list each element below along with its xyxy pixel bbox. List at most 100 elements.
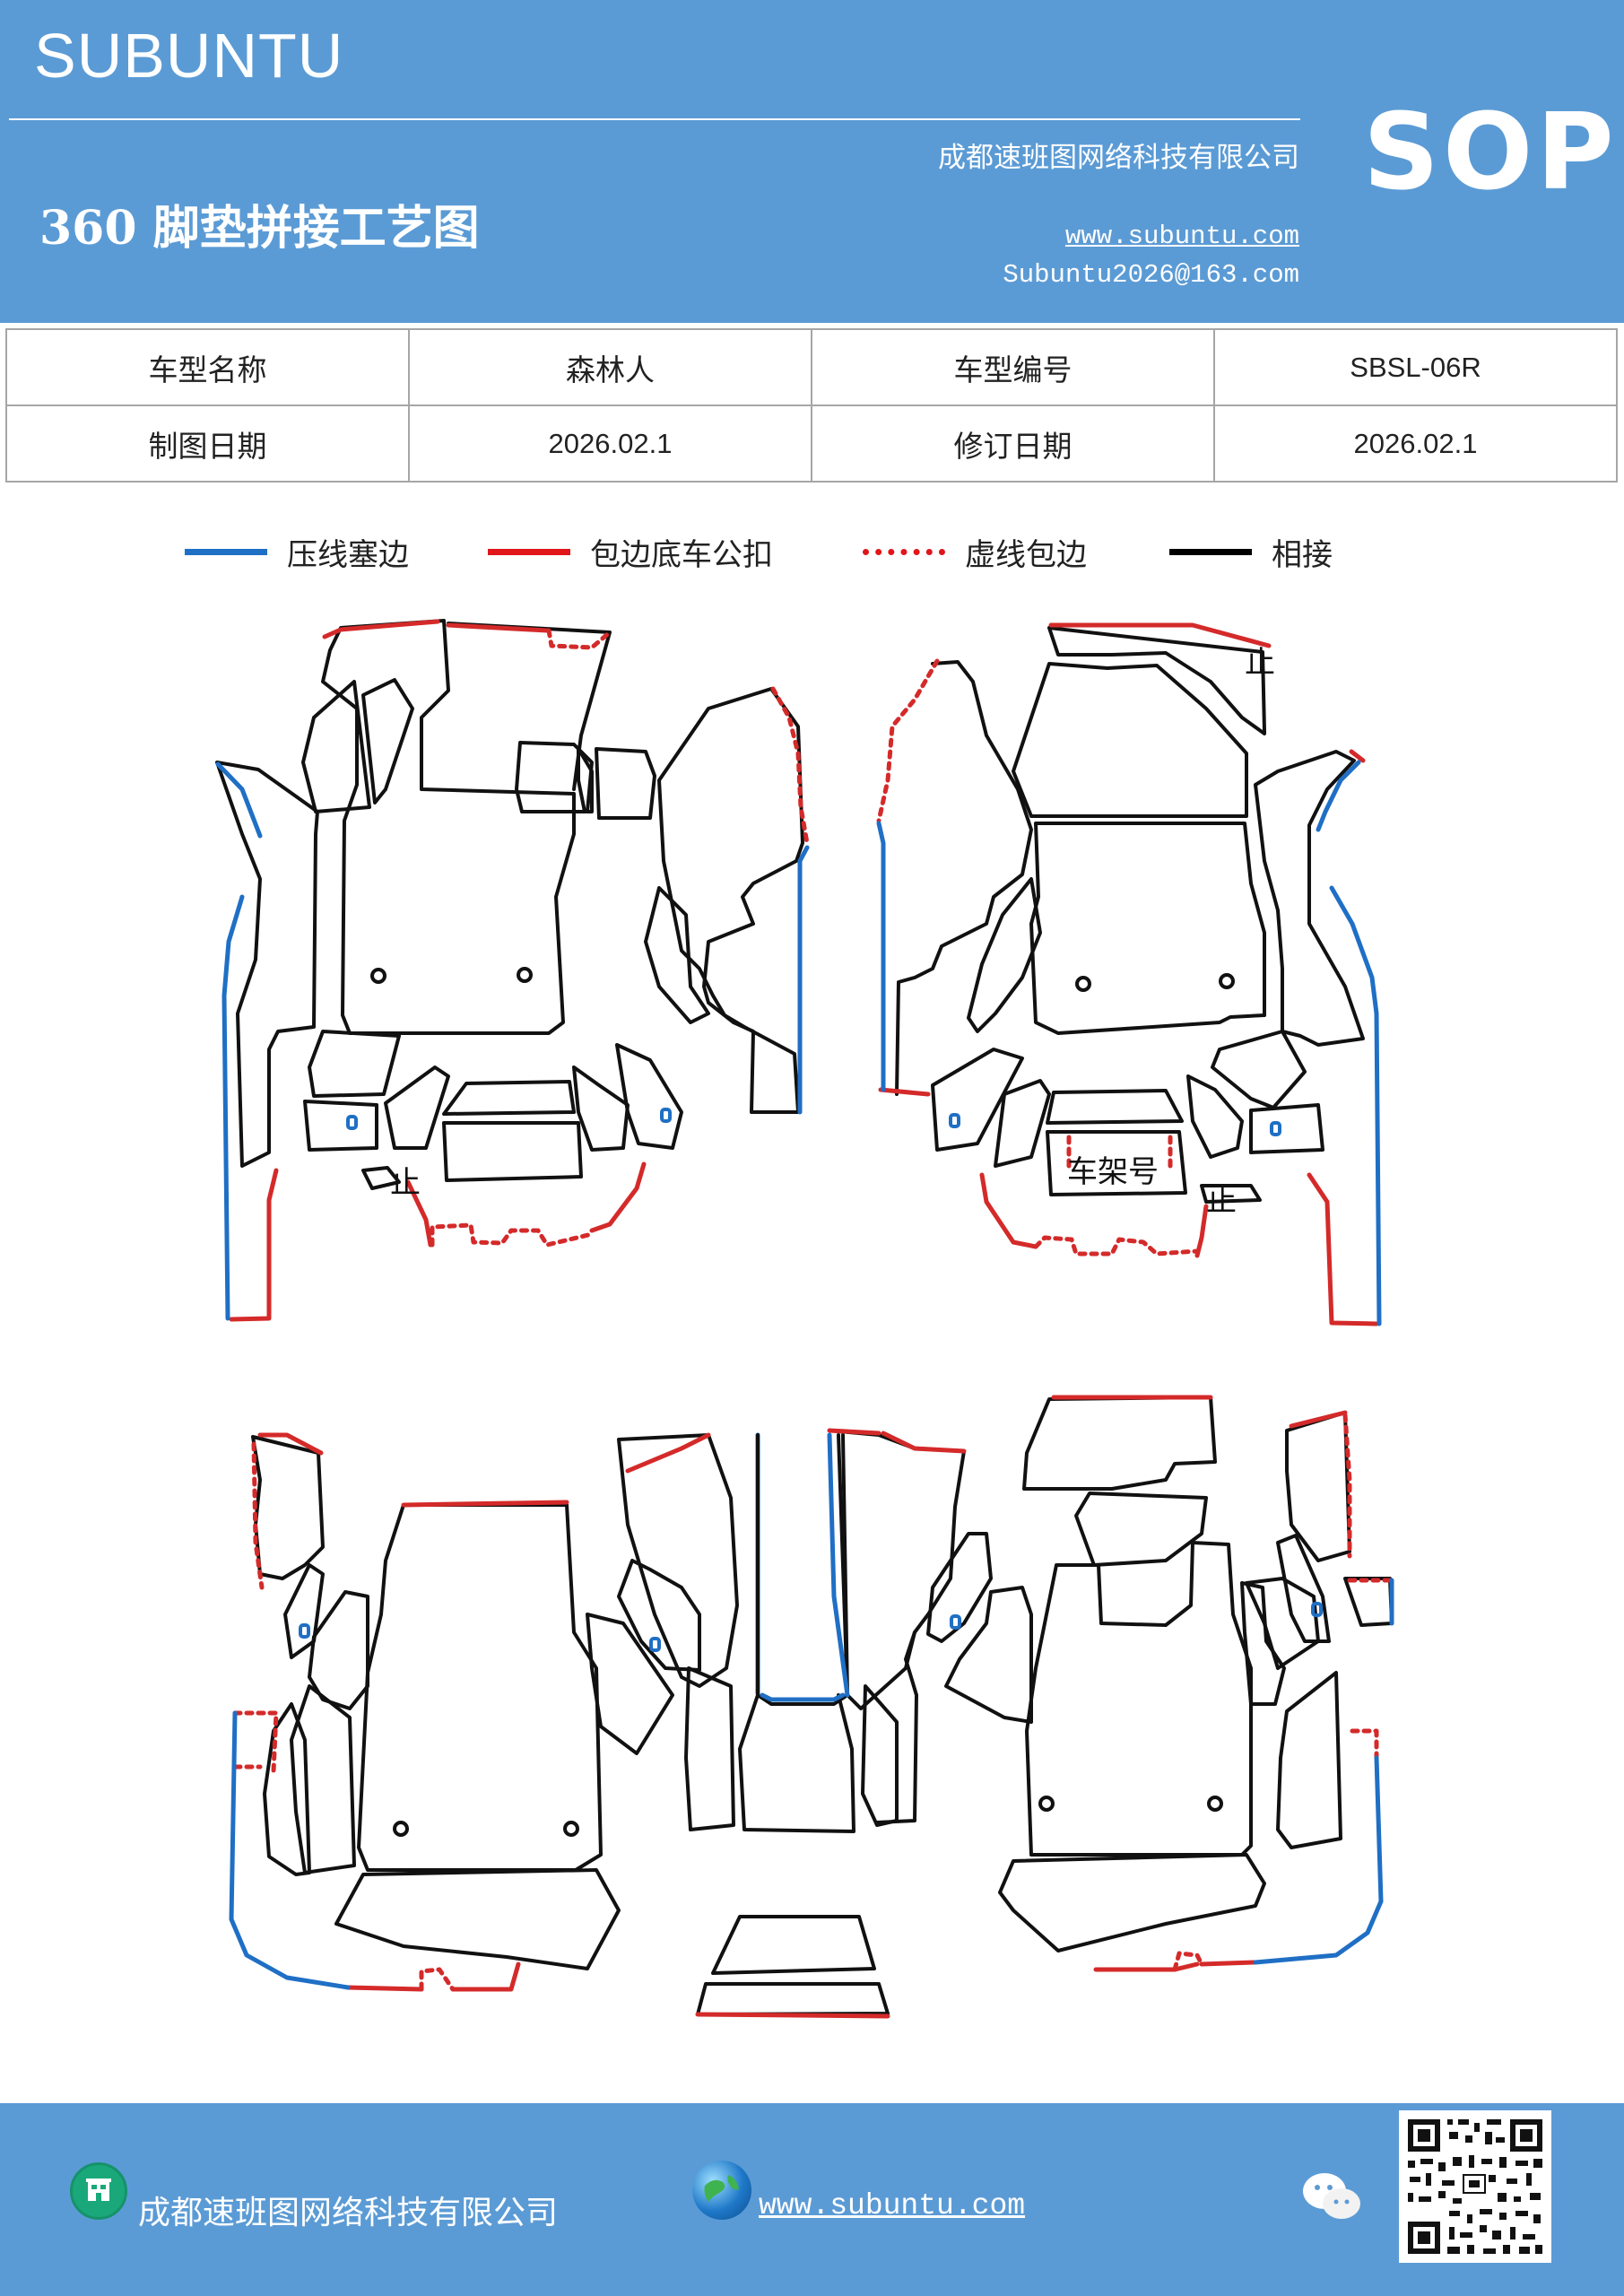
- floor-mat-splicing-diagram: 止: [215, 619, 1394, 2019]
- press-line: [215, 761, 263, 839]
- edge-clip-line: [345, 1985, 424, 1992]
- mat-piece: [644, 886, 710, 1024]
- front-right-mat-group: 车架号 止 止: [876, 622, 1382, 1326]
- mat-piece: [684, 1666, 735, 1831]
- header-website-link[interactable]: www.subuntu.com: [1064, 222, 1299, 251]
- dotted-edge-line: [251, 1441, 265, 1590]
- mat-piece: [595, 747, 656, 820]
- mat-piece: [1074, 1492, 1208, 1567]
- mat-piece: [263, 1702, 311, 1876]
- mat-piece: [926, 1532, 993, 1643]
- mat-piece: [615, 1043, 683, 1150]
- mat-piece: [384, 1065, 450, 1150]
- dotted-edge-line: [770, 686, 810, 846]
- edge-clip-line: [1307, 1172, 1379, 1326]
- table-row: 车型名称 森林人 车型编号 SBSL-06R: [5, 328, 1618, 406]
- mat-piece: [1046, 1130, 1187, 1196]
- legend-item-press-line: 压线塞边: [185, 525, 409, 578]
- edge-clip-line: [450, 1961, 521, 1992]
- vehicle-info-table: 车型名称 森林人 车型编号 SBSL-06R 制图日期 2026.02.1 修订…: [5, 328, 1618, 483]
- mat-piece: [361, 678, 414, 804]
- hole-mark: [517, 967, 533, 983]
- building-icon-glyph: [86, 2179, 111, 2201]
- header-email[interactable]: Subuntu2026@163.com: [1003, 260, 1299, 290]
- center-tunnel-group: [695, 1433, 899, 2019]
- legend-label: 相接: [1272, 536, 1333, 573]
- front-left-mat-group: 止: [215, 619, 810, 1322]
- cell-model-code-label: 车型编号: [811, 328, 1215, 406]
- mat-piece: [321, 619, 576, 1035]
- mat-piece: [283, 1563, 325, 1659]
- header-divider: [9, 118, 1300, 120]
- press-line: [1316, 760, 1361, 832]
- hole-mark: [393, 1821, 409, 1837]
- mat-piece: [931, 1048, 1024, 1152]
- dotted-edge-line: [1342, 1413, 1352, 1559]
- mat-piece: [967, 877, 1042, 1033]
- mat-piece: [998, 1853, 1266, 1952]
- mat-piece: [357, 1503, 603, 1872]
- edge-clip-line: [1289, 1410, 1348, 1429]
- clip-mark: [950, 1614, 961, 1630]
- press-line: [797, 845, 810, 1115]
- press-line: [1253, 1755, 1384, 1965]
- edge-clip-line: [1194, 1204, 1209, 1258]
- rear-right-mat-group: [827, 1395, 1394, 1972]
- edge-clip-line: [322, 619, 440, 639]
- clip-mark: [649, 1637, 661, 1652]
- dotted-edge-line: [1350, 1728, 1379, 1761]
- hole-mark: [1219, 973, 1235, 989]
- wechat-icon[interactable]: [1300, 2170, 1363, 2223]
- cell-model-code-value: SBSL-06R: [1213, 328, 1618, 406]
- edge-clip-line: [1093, 1961, 1200, 1972]
- mat-piece: [586, 1613, 674, 1755]
- legend-item-edge-clip: 包边底车公扣: [488, 525, 773, 578]
- legend-swatch: [185, 548, 267, 555]
- cell-revise-date-label: 修订日期: [811, 404, 1215, 483]
- footer-company: 成都速班图网络科技有限公司: [138, 2195, 559, 2231]
- cell-revise-date-value: 2026.02.1: [1213, 404, 1618, 483]
- header-company: 成都速班图网络科技有限公司: [938, 142, 1299, 174]
- edge-clip-line: [405, 1161, 647, 1248]
- line-legend: 压线塞边 包边底车公扣 虚线包边 相接: [0, 525, 1624, 578]
- legend-label: 包边底车公扣: [590, 536, 773, 573]
- footer-website-link[interactable]: www.subuntu.com: [759, 2189, 1026, 2222]
- edge-clip-line: [878, 1087, 931, 1097]
- clip-mark: [346, 1115, 358, 1130]
- mat-piece: [290, 1684, 356, 1874]
- mat-piece: [895, 660, 1033, 1096]
- frame-number-label: 车架号: [1067, 1154, 1159, 1190]
- stop-mark-label: 止: [390, 1165, 421, 1201]
- hole-mark: [370, 968, 386, 984]
- legend-item-joined: 相接: [1169, 525, 1333, 578]
- dotted-edge-line: [1066, 1135, 1173, 1169]
- mat-piece: [251, 1435, 325, 1580]
- mat-piece: [1276, 1534, 1331, 1643]
- press-line: [827, 1432, 850, 1698]
- stop-mark-label: 止: [1245, 645, 1275, 681]
- legend-item-dotted-edge: 虚线包边: [863, 525, 1087, 578]
- edge-clip-line: [229, 1168, 279, 1322]
- mat-piece: [303, 1100, 378, 1152]
- dotted-edge-line: [232, 1710, 279, 1774]
- mat-piece: [861, 1684, 899, 1827]
- mat-piece: [308, 1590, 369, 1710]
- edge-clip-line: [827, 1428, 881, 1436]
- mat-piece: [1249, 1103, 1324, 1154]
- dotted-edge-line: [1033, 1235, 1200, 1257]
- mat-piece: [442, 1121, 583, 1182]
- mat-piece: [1025, 1541, 1253, 1857]
- rear-left-mat-group: [229, 1432, 760, 1992]
- dotted-edge-line: [419, 1967, 456, 1992]
- page-title: 360 脚垫拼接工艺图: [39, 201, 480, 256]
- clip-mark: [299, 1623, 310, 1639]
- mat-piece: [215, 761, 319, 1168]
- mat-piece: [1029, 822, 1266, 1035]
- dotted-edge-line: [430, 1222, 595, 1248]
- mat-piece: [1276, 1671, 1342, 1849]
- mat-piece: [361, 1166, 401, 1190]
- cell-model-name-label: 车型名称: [5, 328, 410, 406]
- clip-mark: [949, 1113, 960, 1128]
- mat-piece: [711, 1915, 876, 1975]
- mat-piece: [442, 1080, 576, 1116]
